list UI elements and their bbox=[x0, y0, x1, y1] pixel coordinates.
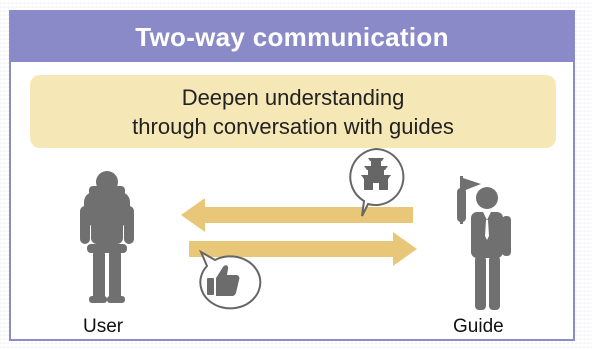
banner-line-2: through conversation with guides bbox=[132, 113, 454, 139]
thumbs-up-icon bbox=[207, 265, 240, 296]
arrow-to-user bbox=[181, 198, 413, 232]
diagram-card: Two-way communication Deepen understandi… bbox=[9, 10, 575, 341]
banner-line-1: Deepen understanding bbox=[181, 84, 405, 110]
arrow-to-guide bbox=[189, 232, 417, 266]
backpacker-icon bbox=[80, 171, 134, 303]
castle-icon bbox=[361, 158, 391, 190]
castle-speech-bubble bbox=[349, 147, 405, 217]
thumbs-up-speech-bubble bbox=[198, 249, 262, 310]
header-title: Two-way communication bbox=[135, 21, 449, 52]
card-header: Two-way communication bbox=[11, 12, 573, 62]
description-banner: Deepen understanding through conversatio… bbox=[30, 75, 556, 148]
guide-with-flag-icon bbox=[457, 176, 511, 310]
guide-label: Guide bbox=[453, 316, 504, 337]
user-label: User bbox=[83, 316, 124, 337]
